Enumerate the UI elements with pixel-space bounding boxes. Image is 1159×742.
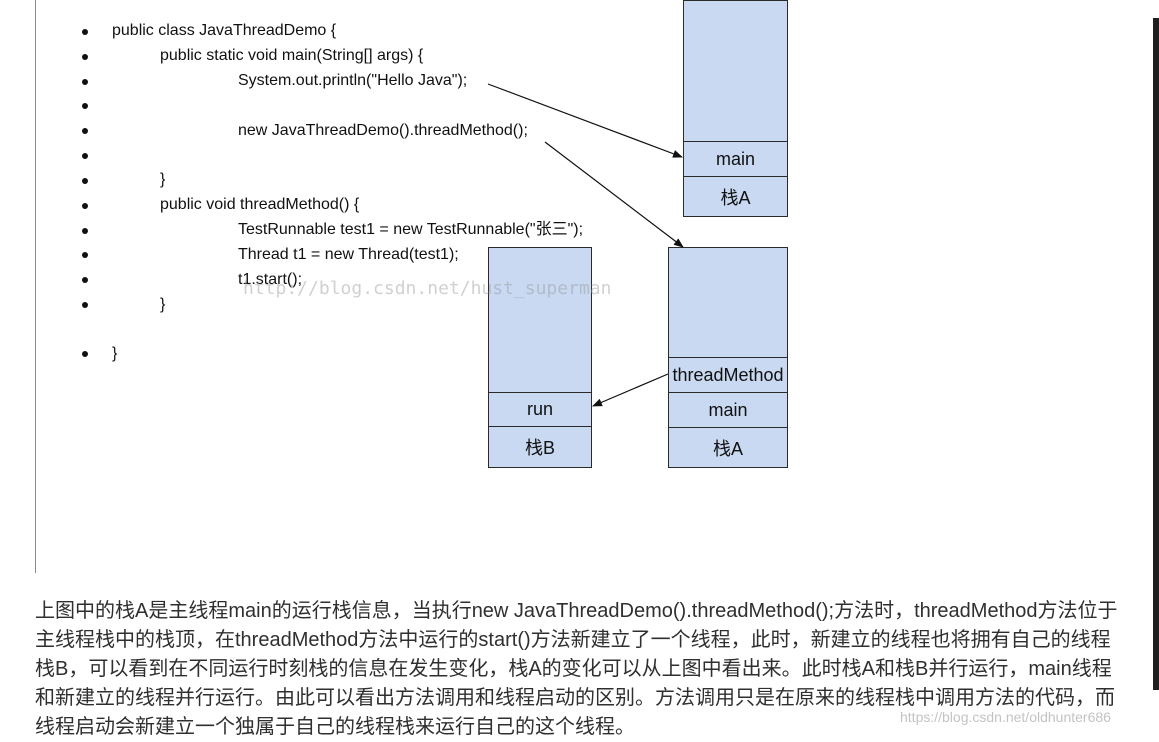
- arrow-println-to-main: [487, 83, 683, 158]
- bullet: [82, 228, 88, 234]
- bullet: [82, 79, 88, 85]
- bullet: [82, 128, 88, 134]
- stack-a-bottom-frame-main: main: [668, 392, 788, 428]
- description-paragraph: 上图中的栈A是主线程main的运行栈信息，当执行new JavaThreadDe…: [35, 600, 1118, 738]
- code-line-12: }: [160, 296, 166, 313]
- arrow-threadmethod-to-stack-a: [544, 141, 684, 248]
- code-line-9: TestRunnable test1 = new TestRunnable("张…: [238, 221, 584, 238]
- bullet: [82, 203, 88, 209]
- stack-a-bottom-label: 栈A: [668, 427, 788, 468]
- stack-a-top-frame-main: main: [683, 141, 788, 177]
- watermark-blog-url: http://blog.csdn.net/hust_superman: [243, 278, 612, 299]
- scrollbar[interactable]: [1153, 18, 1159, 690]
- bullet: [82, 29, 88, 35]
- stack-a-bottom-empty: [668, 247, 788, 358]
- bullet: [82, 252, 88, 258]
- code-line-5: new JavaThreadDemo().threadMethod();: [238, 122, 528, 139]
- stack-b-label: 栈B: [488, 426, 592, 468]
- code-line-3: System.out.println("Hello Java");: [238, 72, 468, 89]
- bullet: [82, 302, 88, 308]
- stack-b-frame-run: run: [488, 392, 592, 427]
- code-line-13: }: [112, 345, 118, 362]
- bullet: [82, 153, 88, 159]
- bullet: [82, 178, 88, 184]
- code-line-11: t1.start();: [238, 271, 303, 288]
- bullet: [82, 277, 88, 283]
- stack-b-empty: [488, 247, 592, 393]
- bullet: [82, 103, 88, 109]
- code-line-2: public static void main(String[] args) {: [160, 47, 424, 64]
- corner-watermark-url: https://blog.csdn.net/oldhunter686: [900, 709, 1111, 725]
- stack-a-top-label: 栈A: [683, 176, 788, 217]
- bullet: [82, 54, 88, 60]
- code-line-1: public class JavaThreadDemo {: [112, 22, 337, 39]
- bullet: [82, 351, 88, 357]
- left-border-line: [35, 0, 36, 573]
- code-line-7: }: [160, 171, 166, 188]
- arrow-threadmethod-to-run: [592, 373, 669, 407]
- code-line-10: Thread t1 = new Thread(test1);: [238, 246, 459, 263]
- code-line-8: public void threadMethod() {: [160, 196, 360, 213]
- stack-a-top-empty: [683, 0, 788, 142]
